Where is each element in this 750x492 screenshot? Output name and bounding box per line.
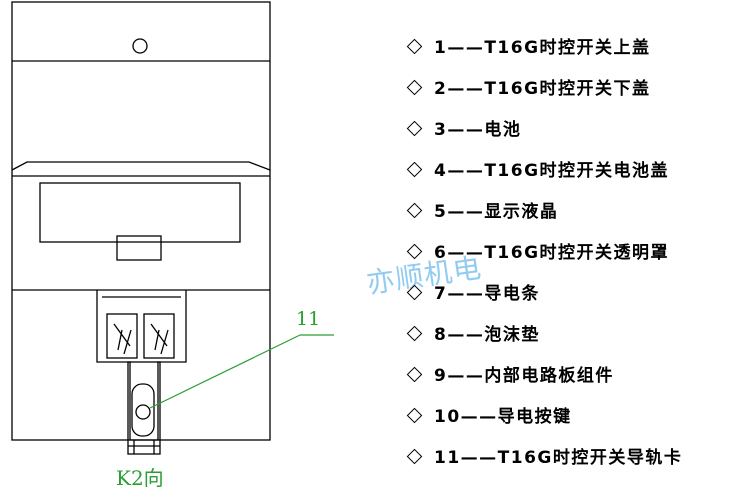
parts-legend: 1——T16G时控开关上盖 2——T16G时控开关下盖 3——电池 4——T16… bbox=[406, 28, 683, 479]
legend-item: 11——T16G时控开关导轨卡 bbox=[406, 438, 683, 479]
legend-item: 4——T16G时控开关电池盖 bbox=[406, 151, 682, 192]
switch-body-outline bbox=[11, 1, 271, 441]
display-window bbox=[39, 182, 241, 243]
diamond-outline-icon bbox=[406, 366, 423, 383]
legend-item-text: 10——导电按键 bbox=[434, 407, 572, 427]
diamond-outline-icon bbox=[406, 79, 423, 96]
terminal-slot-left bbox=[106, 313, 138, 359]
legend-item-text: 3——电池 bbox=[434, 120, 522, 140]
legend-item-text: 5——显示液晶 bbox=[434, 202, 559, 222]
legend-item-text: 11——T16G时控开关导轨卡 bbox=[434, 448, 683, 468]
diamond-outline-icon bbox=[406, 120, 423, 137]
legend-item: 5——显示液晶 bbox=[406, 192, 682, 233]
callout-leader bbox=[149, 334, 301, 409]
view-direction-label: K2向 bbox=[116, 466, 164, 490]
legend-item-text: 2——T16G时控开关下盖 bbox=[434, 79, 651, 99]
legend-item: 10——导电按键 bbox=[406, 397, 682, 438]
mounting-hole bbox=[132, 38, 148, 54]
terminal-slot-right bbox=[143, 313, 175, 359]
clip-hole bbox=[135, 404, 151, 420]
legend-item: 7——导电条 bbox=[406, 274, 682, 315]
legend-item-text: 4——T16G时控开关电池盖 bbox=[434, 161, 670, 181]
legend-item-text: 8——泡沫垫 bbox=[434, 325, 540, 345]
legend-item-text: 6——T16G时控开关透明罩 bbox=[434, 243, 670, 263]
legend-item: 1——T16G时控开关上盖 bbox=[406, 28, 682, 69]
diamond-outline-icon bbox=[406, 202, 423, 219]
legend-item-text: 7——导电条 bbox=[434, 284, 540, 304]
legend-item: 8——泡沫垫 bbox=[406, 315, 682, 356]
legend-item-text: 9——内部电路板组件 bbox=[434, 366, 614, 386]
callout-number: 11 bbox=[296, 308, 321, 330]
legend-item: 3——电池 bbox=[406, 110, 682, 151]
diamond-outline-icon bbox=[406, 448, 423, 465]
terminal-block bbox=[96, 290, 187, 441]
legend-item: 9——内部电路板组件 bbox=[406, 356, 682, 397]
diamond-outline-icon bbox=[406, 243, 423, 260]
display-recess bbox=[11, 161, 271, 171]
rail-clip bbox=[127, 361, 161, 455]
diamond-outline-icon bbox=[406, 161, 423, 178]
legend-item: 2——T16G时控开关下盖 bbox=[406, 69, 682, 110]
diamond-outline-icon bbox=[406, 407, 423, 424]
legend-item-text: 1——T16G时控开关上盖 bbox=[434, 38, 651, 58]
legend-item: 6——T16G时控开关透明罩 bbox=[406, 233, 682, 274]
diamond-outline-icon bbox=[406, 284, 423, 301]
diamond-outline-icon bbox=[406, 325, 423, 342]
window-tab bbox=[116, 235, 162, 261]
diamond-outline-icon bbox=[406, 38, 423, 55]
